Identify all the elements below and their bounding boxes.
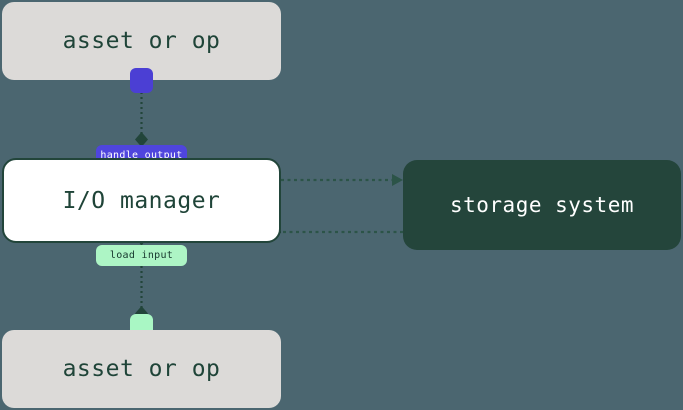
node-storage-system[interactable]: storage system [403, 160, 681, 250]
node-label-storage-system: storage system [449, 193, 634, 217]
node-asset-or-op-bottom[interactable]: asset or op [2, 330, 281, 408]
node-asset-or-op-top[interactable]: asset or op [2, 2, 281, 80]
node-io-manager[interactable]: I/O manager [2, 158, 281, 243]
edge-label-load-input[interactable]: load input [96, 245, 187, 266]
output-port-handle[interactable] [130, 68, 153, 93]
edge-label-load-input-text: load input [109, 250, 174, 261]
node-label-asset-top: asset or op [62, 28, 221, 54]
edge-label-handle-output-text: handle output [100, 150, 183, 161]
node-label-asset-bottom: asset or op [62, 356, 221, 382]
node-label-io-manager: I/O manager [62, 187, 221, 214]
arrowhead-to-storage [392, 174, 403, 186]
